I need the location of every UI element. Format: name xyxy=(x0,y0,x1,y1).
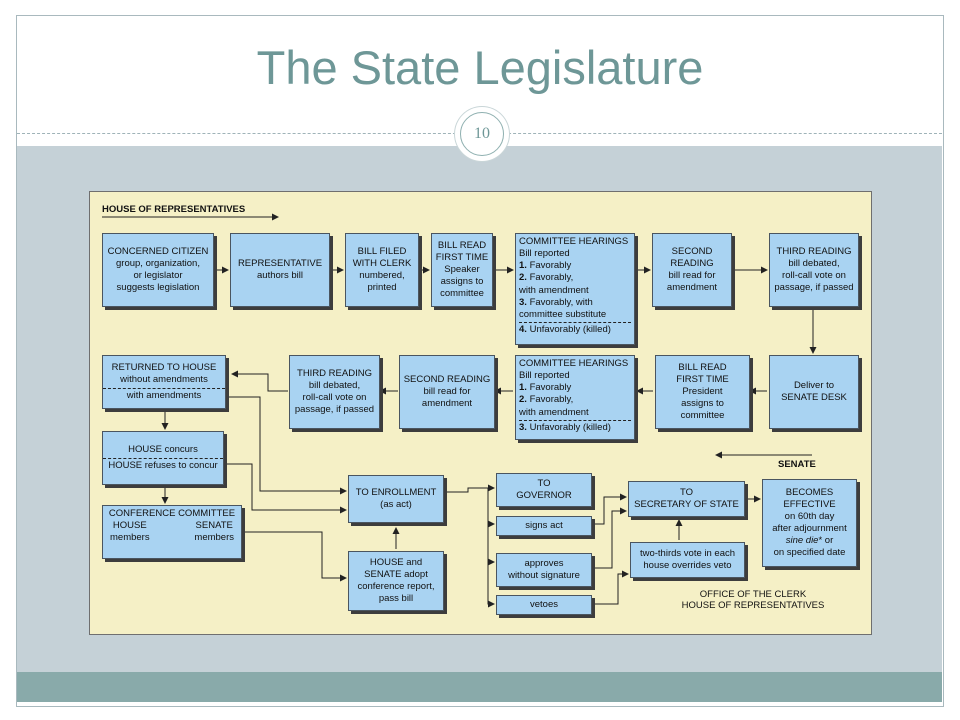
committee-hearings-senate-box: COMMITTEE HEARINGS Bill reported 1. Favo… xyxy=(515,355,635,440)
vetoes-box: vetoes xyxy=(496,595,592,615)
flow-arrows xyxy=(102,213,817,608)
house-concurs-box: HOUSE concurs HOUSE refuses to concur xyxy=(102,431,224,485)
signs-act-box: signs act xyxy=(496,516,592,536)
enrollment-box: TO ENROLLMENT(as act) xyxy=(348,475,444,523)
committee-hearings-house-box: COMMITTEE HEARINGS Bill reported 1. Favo… xyxy=(515,233,635,345)
legislature-flowchart: HOUSE OF REPRESENTATIVES SENATE OFFICE O… xyxy=(89,191,872,635)
footer-bar xyxy=(17,672,942,702)
slide-title: The State Legislature xyxy=(256,41,704,94)
senate-label: SENATE xyxy=(778,459,816,470)
office-of-clerk-label: OFFICE OF THE CLERK HOUSE OF REPRESENTAT… xyxy=(681,589,825,612)
page-number: 10 xyxy=(460,112,504,156)
page-number-badge: 10 xyxy=(455,107,509,161)
house-label: HOUSE OF REPRESENTATIVES xyxy=(102,204,246,215)
